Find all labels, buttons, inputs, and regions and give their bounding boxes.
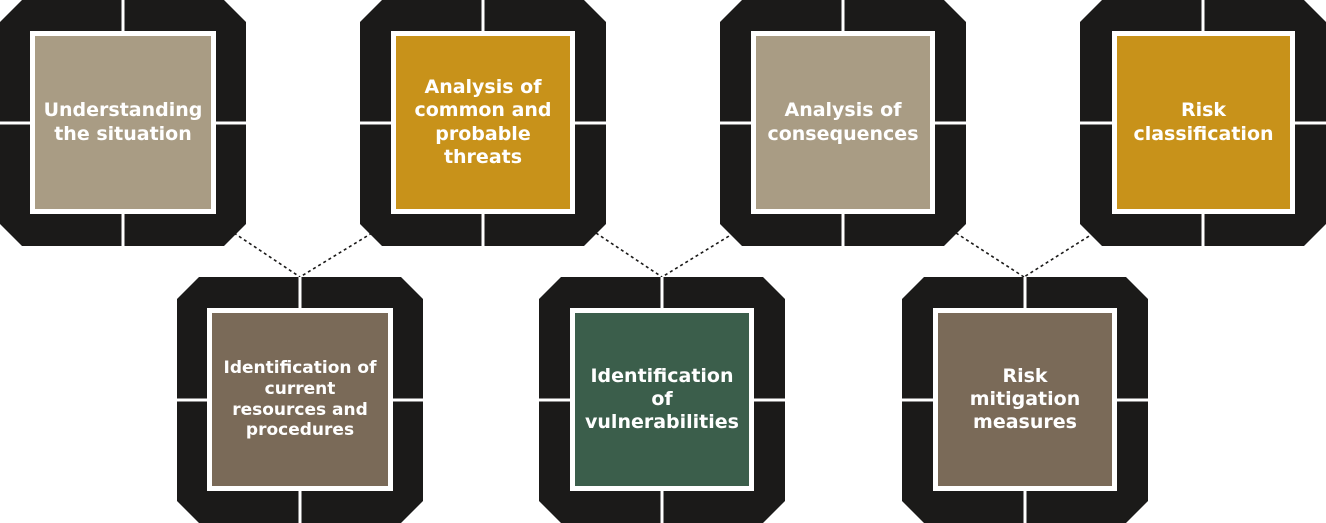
step-label: Understanding the situation — [43, 99, 203, 145]
step-label: Identification of vulnerabilities — [585, 364, 739, 434]
step-label: Risk classification — [1133, 99, 1274, 145]
connector-line — [661, 232, 735, 278]
step-card: Risk classification — [1112, 31, 1295, 214]
step-card: Identification of vulnerabilities — [570, 308, 754, 491]
step-card: Identification of current resources and … — [207, 308, 393, 491]
step-label: Analysis of common and probable threats — [414, 76, 552, 168]
step-label: Analysis of consequences — [767, 99, 919, 145]
step-card: Risk mitigation measures — [933, 308, 1117, 491]
step-analysis-of-threats: Analysis of common and probable threats — [360, 0, 606, 246]
step-risk-classification: Risk classification — [1080, 0, 1326, 246]
step-label: Identification of current resources and … — [223, 358, 377, 441]
connector-line — [1023, 232, 1095, 278]
connector-line — [299, 232, 373, 278]
step-card: Analysis of consequences — [751, 31, 935, 214]
step-identification-of-vulnerabilities: Identification of vulnerabilities — [539, 277, 785, 523]
step-card: Understanding the situation — [30, 31, 216, 214]
connector-line — [955, 232, 1025, 278]
step-risk-mitigation-measures: Risk mitigation measures — [902, 277, 1148, 523]
connector-line — [595, 232, 663, 278]
connector-line — [233, 232, 301, 278]
step-analysis-of-consequences: Analysis of consequences — [720, 0, 966, 246]
step-label: Risk mitigation measures — [969, 364, 1081, 434]
step-identification-of-resources: Identification of current resources and … — [177, 277, 423, 523]
step-card: Analysis of common and probable threats — [391, 31, 575, 214]
step-understanding-the-situation: Understanding the situation — [0, 0, 246, 246]
